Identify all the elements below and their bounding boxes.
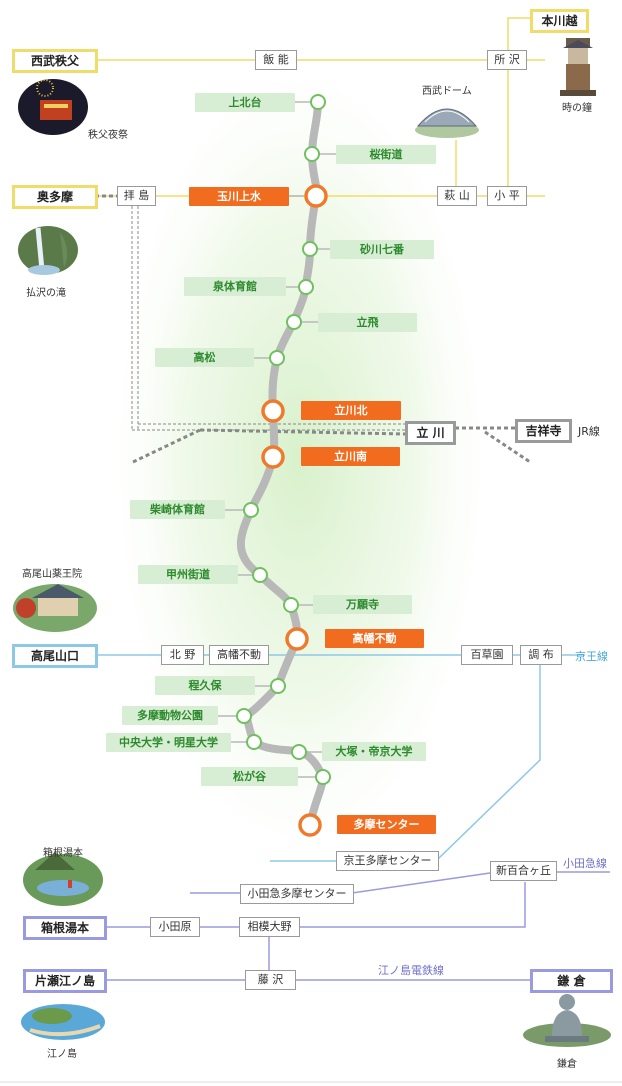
station-tachikawa-minami[interactable]: 立川南 [301, 447, 400, 466]
seibu-dome-illustration [415, 108, 479, 138]
box-chofu[interactable]: 調 布 [520, 645, 562, 665]
box-keio-tama-center[interactable]: 京王多摩センター [336, 851, 439, 871]
caption-enoshima: 江ノ島 [47, 1049, 77, 1060]
station-sakura-kaido[interactable]: 桜街道 [336, 145, 436, 164]
hossawa-falls-illustration [18, 226, 78, 275]
station-kamikitadai[interactable]: 上北台 [195, 93, 295, 112]
box-hagiyama[interactable]: 萩 山 [437, 186, 477, 206]
kamakura-buddha-illustration [523, 994, 611, 1047]
station-izumi-taiikukan[interactable]: 泉体育館 [184, 277, 286, 296]
terminal-okutama[interactable]: 奥多摩 [12, 185, 98, 209]
station-shibasaki-taiikukan[interactable]: 柴崎体育館 [130, 500, 225, 519]
box-tokorozawa[interactable]: 所 沢 [487, 50, 527, 70]
terminal-kichijoji[interactable]: 吉祥寺 [515, 419, 572, 443]
station-manganji[interactable]: 万願寺 [313, 595, 412, 614]
toki-no-kane-illustration [560, 38, 596, 96]
station-hodokubo[interactable]: 程久保 [155, 676, 255, 695]
terminal-seibu-chichibu[interactable]: 西武秩父 [12, 49, 98, 73]
station-takamatsu[interactable]: 高松 [155, 348, 254, 367]
caption-toki-no-kane: 時の鐘 [562, 103, 592, 114]
box-fujisawa[interactable]: 藤 沢 [245, 970, 296, 990]
terminal-hakone-yumoto[interactable]: 箱根湯本 [23, 916, 107, 940]
label-jr-line: JR線 [578, 425, 600, 438]
caption-chichibu-yomatsuri: 秩父夜祭 [88, 130, 128, 141]
box-kitano[interactable]: 北 野 [161, 645, 204, 665]
caption-seibu-dome: 西武ドーム [422, 86, 472, 97]
box-odawara[interactable]: 小田原 [150, 917, 200, 937]
station-koshu-kaido[interactable]: 甲州街道 [138, 565, 238, 584]
box-haijima[interactable]: 拝 島 [117, 186, 156, 206]
station-tama-center[interactable]: 多摩センター [337, 815, 436, 834]
station-takahata-fudo[interactable]: 高幡不動 [325, 629, 424, 648]
station-tachihi[interactable]: 立飛 [318, 313, 417, 332]
yakuoin-illustration [13, 584, 97, 632]
box-kodaira[interactable]: 小 平 [487, 186, 527, 206]
caption-hossawa-falls: 払沢の滝 [26, 288, 66, 299]
station-tachikawa-kita[interactable]: 立川北 [301, 401, 401, 420]
box-sagami-ono[interactable]: 相模大野 [239, 917, 300, 937]
box-takahata-fudo[interactable]: 高幡不動 [209, 645, 269, 665]
transfer-station-dots [261, 184, 328, 837]
label-odakyu-line: 小田急線 [563, 857, 607, 870]
enoshima-illustration [21, 1004, 105, 1040]
label-keio-line: 京王線 [575, 650, 608, 663]
terminal-katase-enoshima[interactable]: 片瀬江ノ島 [23, 969, 107, 993]
chichibu-festival-illustration [18, 79, 88, 135]
caption-yakuoin: 高尾山薬王院 [22, 569, 82, 580]
box-tachikawa[interactable]: 立 川 [405, 421, 456, 445]
odakyu-lines [104, 871, 610, 981]
box-mogusaen[interactable]: 百草園 [461, 645, 513, 665]
station-sunagawa-nanaban[interactable]: 砂川七番 [330, 240, 434, 259]
box-shinyurigaoka[interactable]: 新百合ヶ丘 [490, 861, 557, 881]
station-chuo-meisei[interactable]: 中央大学・明星大学 [106, 733, 231, 752]
box-hanno[interactable]: 飯 能 [255, 50, 297, 70]
station-dots [236, 94, 331, 785]
terminal-takaosanguchi[interactable]: 高尾山口 [12, 644, 98, 668]
station-tama-dobutsu-koen[interactable]: 多摩動物公園 [122, 706, 218, 725]
caption-hakone-yumoto: 箱根湯本 [43, 848, 83, 859]
hakone-illustration [23, 852, 103, 906]
terminal-hon-kawagoe[interactable]: 本川越 [530, 9, 589, 33]
station-tamagawa-josui[interactable]: 玉川上水 [189, 187, 289, 206]
label-enoden-line: 江ノ島電鉄線 [378, 964, 444, 977]
box-odakyu-tama-center[interactable]: 小田急多摩センター [240, 884, 354, 904]
caption-kamakura: 鎌倉 [557, 1059, 577, 1070]
station-matsugaya[interactable]: 松が谷 [201, 767, 298, 786]
station-otsuka-teikyo[interactable]: 大塚・帝京大学 [322, 742, 426, 761]
terminal-kamakura[interactable]: 鎌 倉 [530, 969, 613, 993]
